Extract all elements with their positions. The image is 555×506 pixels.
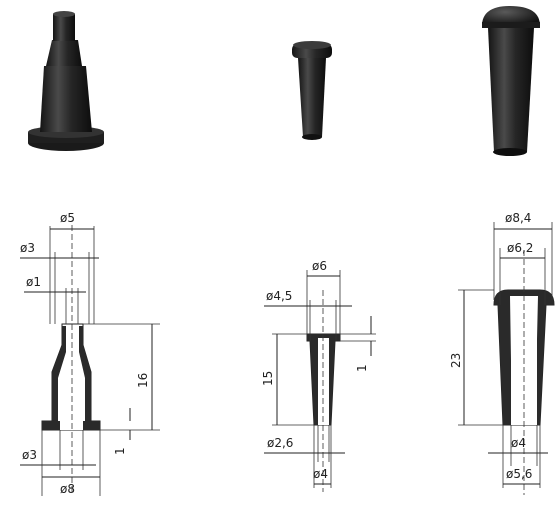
left-flange-diameter-label: ø8 [60, 482, 75, 496]
left-bottom-bore-label: ø3 [22, 448, 37, 462]
right-body-diameter-label: ø6,2 [507, 241, 533, 255]
drawing-middle: ø6 ø4,5 1 15 ø2,6 ø4 [261, 259, 376, 492]
left-top-diameter-label: ø5 [60, 211, 75, 225]
drawing-right: ø8,4 ø6,2 23 ø4 ø5,6 [449, 211, 555, 495]
middle-head-thickness-label: 1 [355, 364, 369, 372]
middle-bore-diameter-label: ø2,6 [267, 436, 293, 450]
right-head-diameter-label: ø8,4 [505, 211, 531, 225]
left-flange-thickness-label: 1 [113, 447, 127, 455]
middle-height-label: 15 [261, 371, 275, 386]
left-inner-diameter-label: ø1 [26, 275, 41, 289]
left-upper-diameter-label: ø3 [20, 241, 35, 255]
middle-tip-diameter-label: ø4 [313, 467, 328, 481]
left-height-label: 16 [136, 373, 150, 388]
right-bore-diameter-label: ø4 [511, 436, 526, 450]
photo-right-part [482, 6, 540, 156]
drawing-left: ø5 ø3 ø1 16 1 ø3 ø8 [20, 211, 160, 496]
photo-middle-part [292, 41, 332, 140]
middle-body-diameter-label: ø4,5 [266, 289, 292, 303]
right-height-label: 23 [449, 353, 463, 368]
middle-head-diameter-label: ø6 [312, 259, 327, 273]
photo-left-part [28, 11, 104, 151]
right-tip-diameter-label: ø5,6 [506, 467, 532, 481]
